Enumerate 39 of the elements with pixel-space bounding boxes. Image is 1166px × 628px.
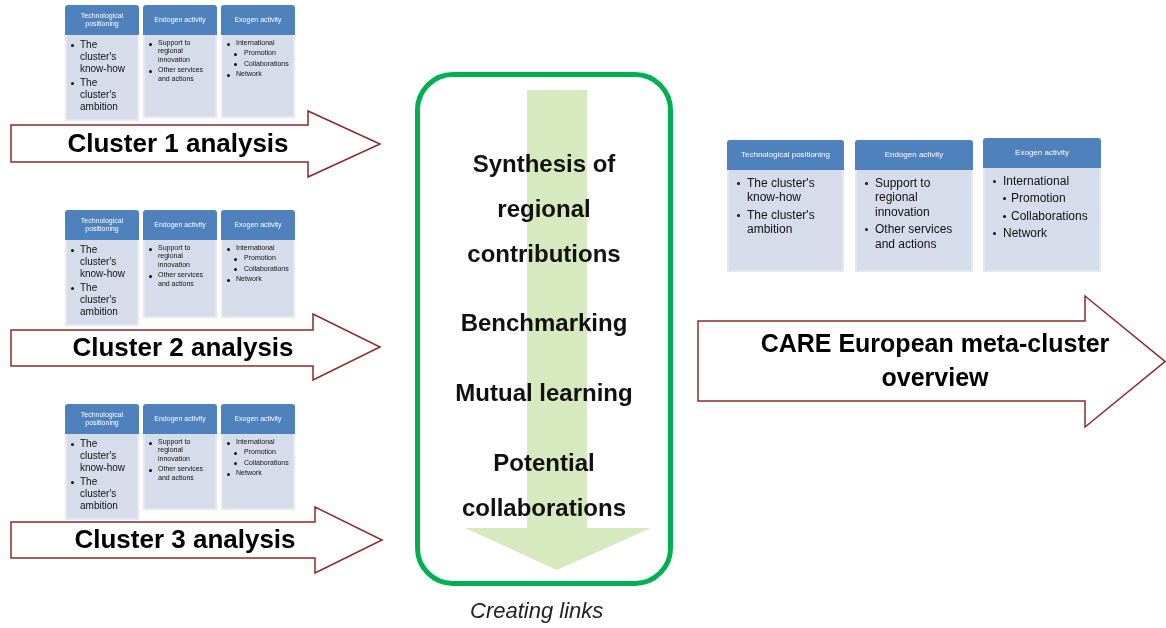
- category-card: [143, 404, 217, 510]
- block-arrow: [697, 295, 1166, 428]
- bullet-item: The cluster's ambition: [747, 207, 815, 237]
- step-text: Mutual learning: [454, 378, 634, 408]
- arrow-label: Cluster 2 analysis: [71, 331, 295, 365]
- bullet-item: The cluster's know-how: [80, 39, 126, 74]
- step-text: Potential collaborations: [461, 448, 627, 523]
- bullet-item: The cluster's know-how: [747, 176, 815, 205]
- node-label: Creating links: [470, 598, 604, 624]
- bullet-item: International: [1003, 174, 1070, 188]
- block-arrow: [10, 313, 381, 381]
- bullet-item: Support to regional innovation: [875, 176, 931, 219]
- arrow-label: CARE European meta-cluster overview: [759, 328, 1111, 393]
- bullet-item: The cluster's know-how: [80, 244, 126, 279]
- arrow-label: Cluster 1 analysis: [66, 126, 290, 160]
- bullet-item: The cluster's ambition: [80, 77, 118, 112]
- bullet-item: Network: [1003, 226, 1047, 241]
- step-text: Synthesis of regional contributions: [466, 149, 622, 269]
- category-card: [727, 140, 844, 272]
- category-card: [983, 138, 1101, 272]
- bullet-item: The cluster's ambition: [80, 282, 118, 317]
- category-card: [143, 5, 217, 118]
- step-text: Benchmarking: [459, 308, 629, 338]
- card-header: Technological positioning: [727, 140, 844, 170]
- category-card: [221, 5, 295, 118]
- category-card: [65, 5, 139, 118]
- category-card: [221, 210, 295, 318]
- bullet-item: The cluster's know-how: [80, 438, 126, 473]
- card-header: Endogen activity: [855, 140, 973, 170]
- arrow-label: Cluster 3 analysis: [73, 523, 297, 557]
- category-card: [221, 404, 295, 510]
- bullet-item: Other services and actions: [875, 222, 953, 251]
- bullet-item: Promotion: [1011, 191, 1066, 206]
- bullet-item: Collaborations: [1011, 208, 1088, 223]
- category-card: [143, 210, 217, 318]
- card-header: Exogen activity: [983, 138, 1101, 168]
- category-card: [855, 140, 973, 272]
- bullet-item: The cluster's ambition: [80, 476, 118, 511]
- block-arrow: [10, 110, 381, 178]
